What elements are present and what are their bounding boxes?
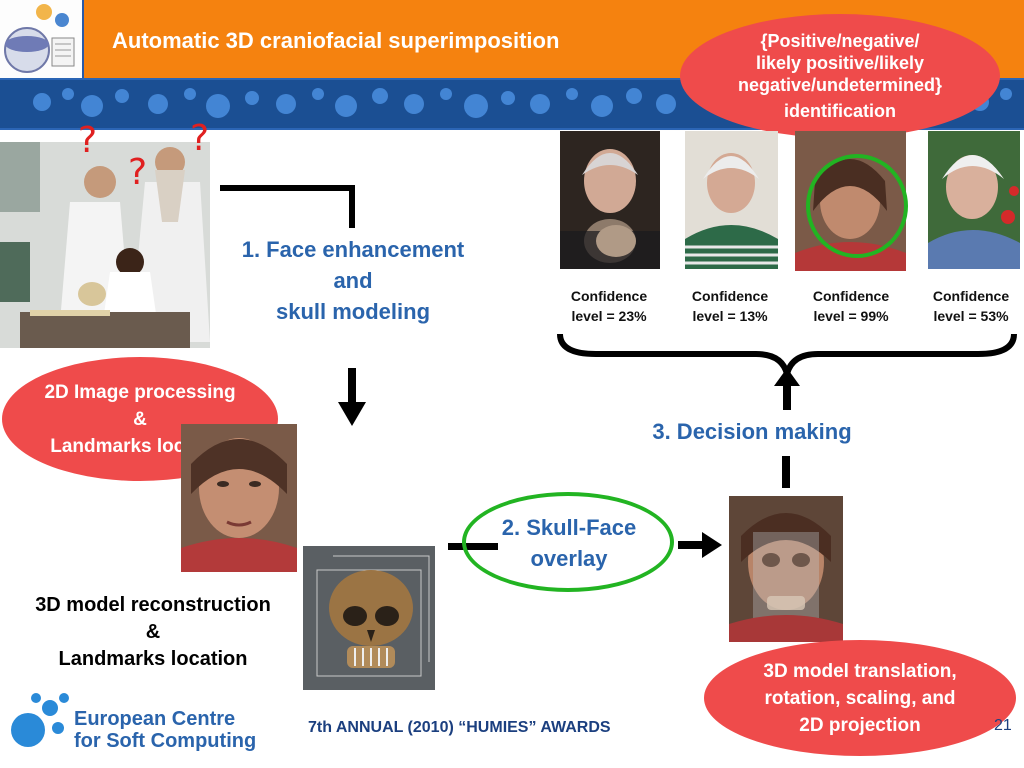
step2-line: 2. Skull-Face (501, 515, 637, 540)
question-mark: ? (190, 118, 210, 159)
identification-line: {Positive/negative/ (760, 31, 920, 51)
identification-line: likely positive/likely (755, 53, 925, 73)
org-line: European Centre (74, 708, 236, 730)
confidence-title: Confidence (570, 288, 648, 304)
confidence-title: Confidence (932, 288, 1010, 304)
reconstruction-line: Landmarks location (58, 648, 248, 670)
identification-line: negative/undetermined} (737, 75, 943, 95)
confidence-label-3: Confidence level = 99% (796, 286, 906, 326)
reconstruction-line: 3D model reconstruction (35, 594, 271, 616)
awards-footer: 7th ANNUAL (2010) “HUMIES” AWARDS (308, 719, 611, 736)
processing-line: & (133, 408, 147, 430)
confidence-level: level = 53% (933, 308, 1009, 324)
step2-line: overlay (530, 546, 608, 571)
step1-line: and (333, 268, 373, 293)
connector-dash (782, 456, 790, 488)
step1-line: 1. Face enhancement (241, 237, 465, 262)
question-mark: ? (78, 120, 98, 161)
match-highlight-circle (806, 154, 908, 258)
overlay-result-photo (729, 496, 843, 642)
candidate-photo-1 (560, 131, 660, 269)
face-photo (181, 424, 297, 572)
reconstruction-line: & (145, 621, 161, 643)
up-arrow-icon (774, 368, 800, 410)
confidence-title: Confidence (691, 288, 769, 304)
projection-line: 2D projection (799, 714, 921, 736)
skull-model-image (303, 546, 435, 690)
projection-line: 3D model translation, (763, 660, 957, 682)
lab-photo (0, 142, 210, 348)
right-arrow-icon (678, 532, 722, 558)
confidence-level: level = 13% (692, 308, 768, 324)
step1-line: skull modeling (275, 299, 431, 324)
ecsc-logo-icon (11, 693, 69, 747)
confidence-label-2: Confidence level = 13% (675, 286, 785, 326)
confidence-title: Confidence (812, 288, 890, 304)
confidence-label-1: Confidence level = 23% (554, 286, 664, 326)
confidence-level: level = 99% (813, 308, 889, 324)
identification-oval: {Positive/negative/ likely positive/like… (680, 14, 1000, 138)
question-mark: ? (128, 152, 148, 193)
identification-line: identification (783, 101, 896, 121)
down-arrow-icon (338, 368, 366, 426)
org-name: European Centre for Soft Computing (74, 708, 256, 752)
step2-label: 2. Skull-Face overlay (466, 512, 672, 574)
projection-line: rotation, scaling, and (764, 687, 956, 709)
candidate-photo-4 (928, 131, 1020, 269)
page-number: 21 (994, 717, 1012, 734)
step1-connector-bracket (220, 185, 355, 228)
confidence-level: level = 23% (571, 308, 647, 324)
confidence-label-4: Confidence level = 53% (916, 286, 1024, 326)
projection-oval: 3D model translation, rotation, scaling,… (704, 640, 1016, 756)
processing-line: 2D Image processing (44, 381, 236, 403)
step1-label: 1. Face enhancement and skull modeling (212, 234, 494, 327)
step3-label: 3. Decision making (652, 419, 852, 444)
grouping-brace (557, 333, 1017, 375)
reconstruction-label: 3D model reconstruction & Landmarks loca… (8, 592, 298, 673)
page-title: Automatic 3D craniofacial superimpositio… (112, 28, 560, 53)
org-line: for Soft Computing (74, 730, 257, 752)
skull-face-overlay-oval (462, 492, 674, 592)
candidate-photo-2 (685, 131, 778, 269)
cd-logo-icon (0, 0, 84, 78)
